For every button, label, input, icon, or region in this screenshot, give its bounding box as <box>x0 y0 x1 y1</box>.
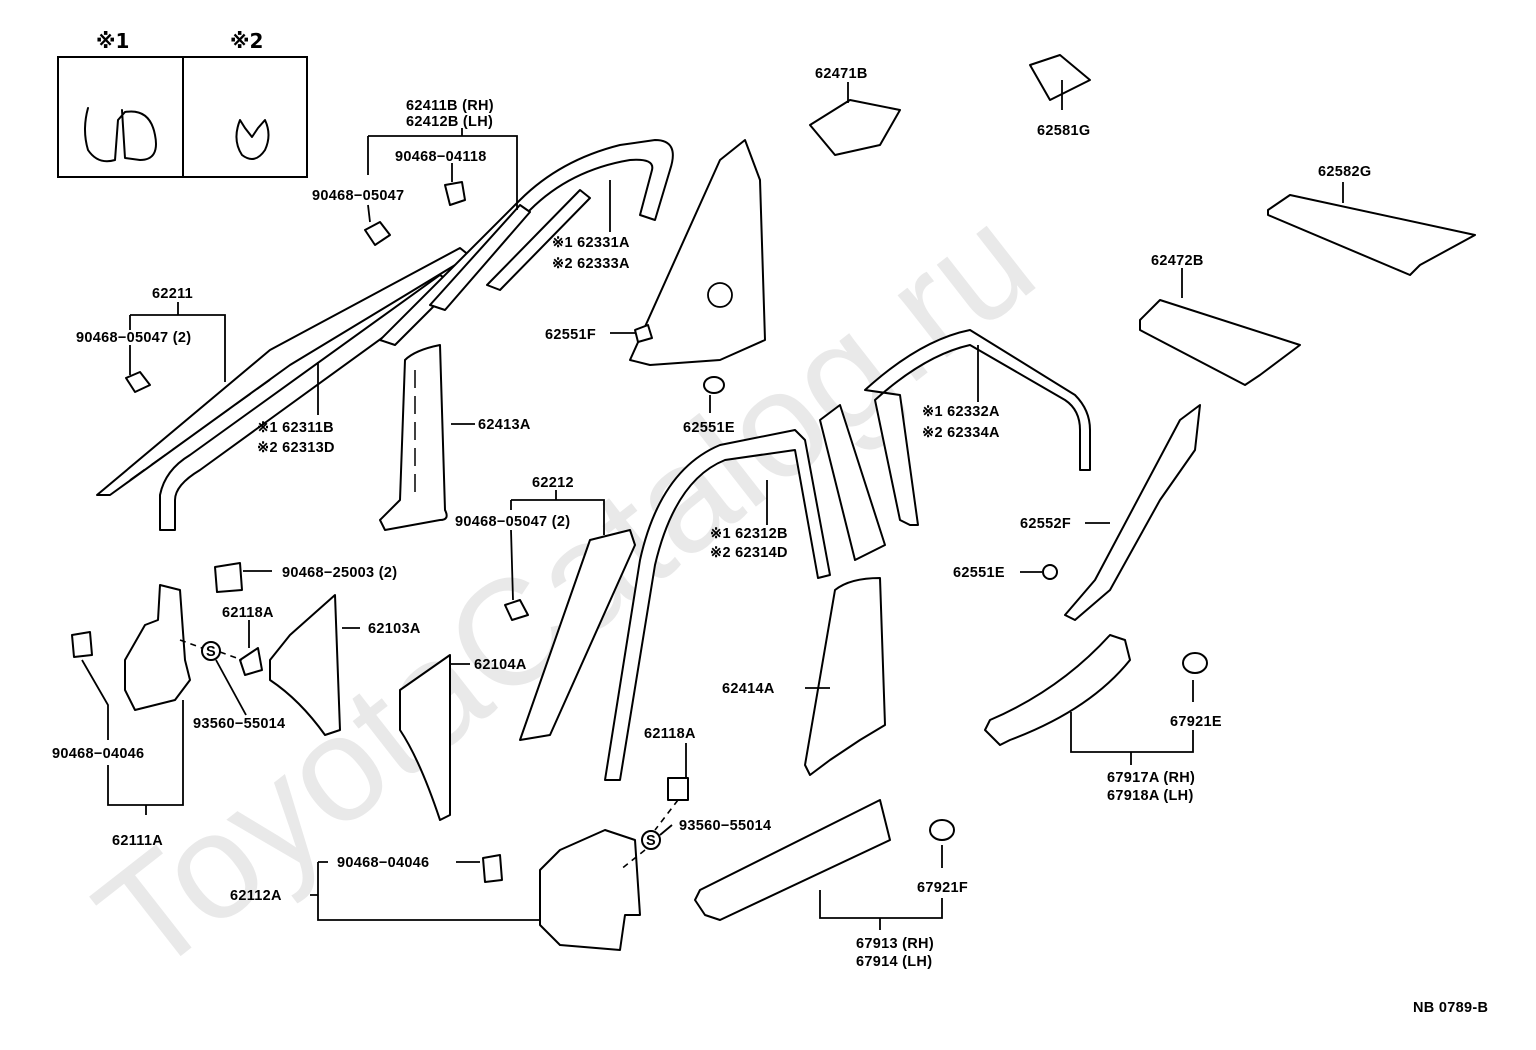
part-62472B <box>1139 299 1301 386</box>
screw-symbol-b: S <box>646 833 656 849</box>
label-62333A: ※2 62333A <box>552 256 630 272</box>
clip-67921E <box>1182 652 1208 674</box>
part-62471B <box>809 99 901 156</box>
label-93560-55014-b: 93560−55014 <box>679 818 771 834</box>
clip-legend: ※1 ※2 <box>57 29 308 178</box>
label-62472B: 62472B <box>1151 253 1204 269</box>
fasteners: S S <box>71 181 1208 883</box>
clip-1-legend-label: ※1 <box>96 29 129 53</box>
label-62331A: ※1 62331A <box>552 235 630 251</box>
label-90468-05047-c: 90468−05047 (2) <box>455 514 570 530</box>
label-90468-25003: 90468−25003 (2) <box>282 565 397 581</box>
part-62331A-roof-side-garnish <box>379 139 674 346</box>
clip-2-box <box>182 56 308 178</box>
label-67914: 67914 (LH) <box>856 954 932 970</box>
part-labels: 62411B (RH) 62412B (LH) 90468−04118 9046… <box>52 66 1488 1016</box>
part-62112A-cowl-side-trim-rh <box>539 829 641 951</box>
clip-2-legend-label: ※2 <box>230 29 263 53</box>
part-62212-pillar-garnish <box>519 529 636 741</box>
part-62103A <box>269 594 341 736</box>
part-62312B-door-opening-trim <box>604 429 831 781</box>
part-67917A-scuff-plate-rear <box>984 634 1131 746</box>
screw-93560-55014-a <box>201 641 221 661</box>
label-62118A-b: 62118A <box>644 726 696 742</box>
clip-90468-25003 <box>214 562 243 593</box>
label-62334A: ※2 62334A <box>922 425 1000 441</box>
label-62311B: ※1 62311B <box>257 420 334 436</box>
label-62413A: 62413A <box>478 417 531 433</box>
part-62111A-cowl-side-trim <box>124 584 191 711</box>
label-90468-04118: 90468−04118 <box>395 149 487 165</box>
label-67913: 67913 (RH) <box>856 936 934 952</box>
label-62314D: ※2 62314D <box>710 545 788 561</box>
label-62552F: 62552F <box>1020 516 1071 532</box>
label-90468-04046-a: 90468−04046 <box>52 746 144 762</box>
part-62414A-rear-pillar-lower <box>804 577 886 776</box>
part-62413A-center-pillar-upper <box>379 344 448 531</box>
clip-1-icon <box>84 107 157 163</box>
label-62582G: 62582G <box>1318 164 1371 180</box>
clip-90468-04118 <box>444 181 466 206</box>
label-67917A: 67917A (RH) <box>1107 770 1195 786</box>
clip-62551E-a <box>703 376 725 394</box>
clip-90468-05047-c <box>504 599 529 621</box>
screw-symbol-a: S <box>206 644 216 660</box>
part-62581G <box>1029 54 1091 101</box>
label-62471B: 62471B <box>815 66 868 82</box>
clip-62551E-b <box>1042 564 1058 580</box>
part-62104A <box>399 654 451 821</box>
label-62211: 62211 <box>152 286 193 302</box>
clip-2-icon <box>235 119 270 160</box>
leader-lines <box>81 80 1344 930</box>
clip-90468-04046-b <box>482 854 503 883</box>
part-62332A-roof-rear <box>864 329 1091 526</box>
label-62313D: ※2 62313D <box>257 440 335 456</box>
part-62582G <box>1267 194 1476 276</box>
label-62551E-a: 62551E <box>683 420 735 436</box>
label-67921F: 67921F <box>917 880 968 896</box>
label-62103A: 62103A <box>368 621 421 637</box>
label-67918A: 67918A (LH) <box>1107 788 1194 804</box>
part-quarter-window-garnish <box>819 404 886 561</box>
part-67913-scuff-plate-front <box>694 799 891 921</box>
label-62312B: ※1 62312B <box>710 526 788 542</box>
label-62112A: 62112A <box>230 888 282 904</box>
part-62552F-rear-pillar-lower-garnish <box>1064 404 1201 621</box>
label-62411B: 62411B (RH) <box>406 98 494 114</box>
label-62551F: 62551F <box>545 327 596 343</box>
label-93560-55014-a: 93560−55014 <box>193 716 285 732</box>
clip-67921F <box>929 819 955 841</box>
label-67921E: 67921E <box>1170 714 1222 730</box>
label-62212: 62212 <box>532 475 574 491</box>
nut-62118A-b <box>667 777 689 801</box>
clip-62551F <box>634 324 653 343</box>
label-62412B: 62412B (LH) <box>406 114 493 130</box>
label-62551E-b: 62551E <box>953 565 1005 581</box>
part-quarter-trim-upper <box>629 139 766 366</box>
screw-93560-55014-b <box>641 830 661 850</box>
label-62111A: 62111A <box>112 833 163 849</box>
label-90468-05047-a: 90468−05047 <box>312 188 404 204</box>
label-62581G: 62581G <box>1037 123 1090 139</box>
nut-62118A-a <box>239 647 263 676</box>
label-62414A: 62414A <box>722 681 775 697</box>
label-62104A: 62104A <box>474 657 527 673</box>
label-62332A: ※1 62332A <box>922 404 1000 420</box>
label-90468-04046-b: 90468−04046 <box>337 855 429 871</box>
clip-90468-05047-a <box>364 221 391 246</box>
drawing-code: NB 0789-B <box>1413 1000 1488 1016</box>
label-62118A-a: 62118A <box>222 605 274 621</box>
label-90468-05047-b: 90468−05047 (2) <box>76 330 191 346</box>
clip-90468-04046-a <box>71 631 93 658</box>
clip-90468-05047-b <box>125 371 151 393</box>
